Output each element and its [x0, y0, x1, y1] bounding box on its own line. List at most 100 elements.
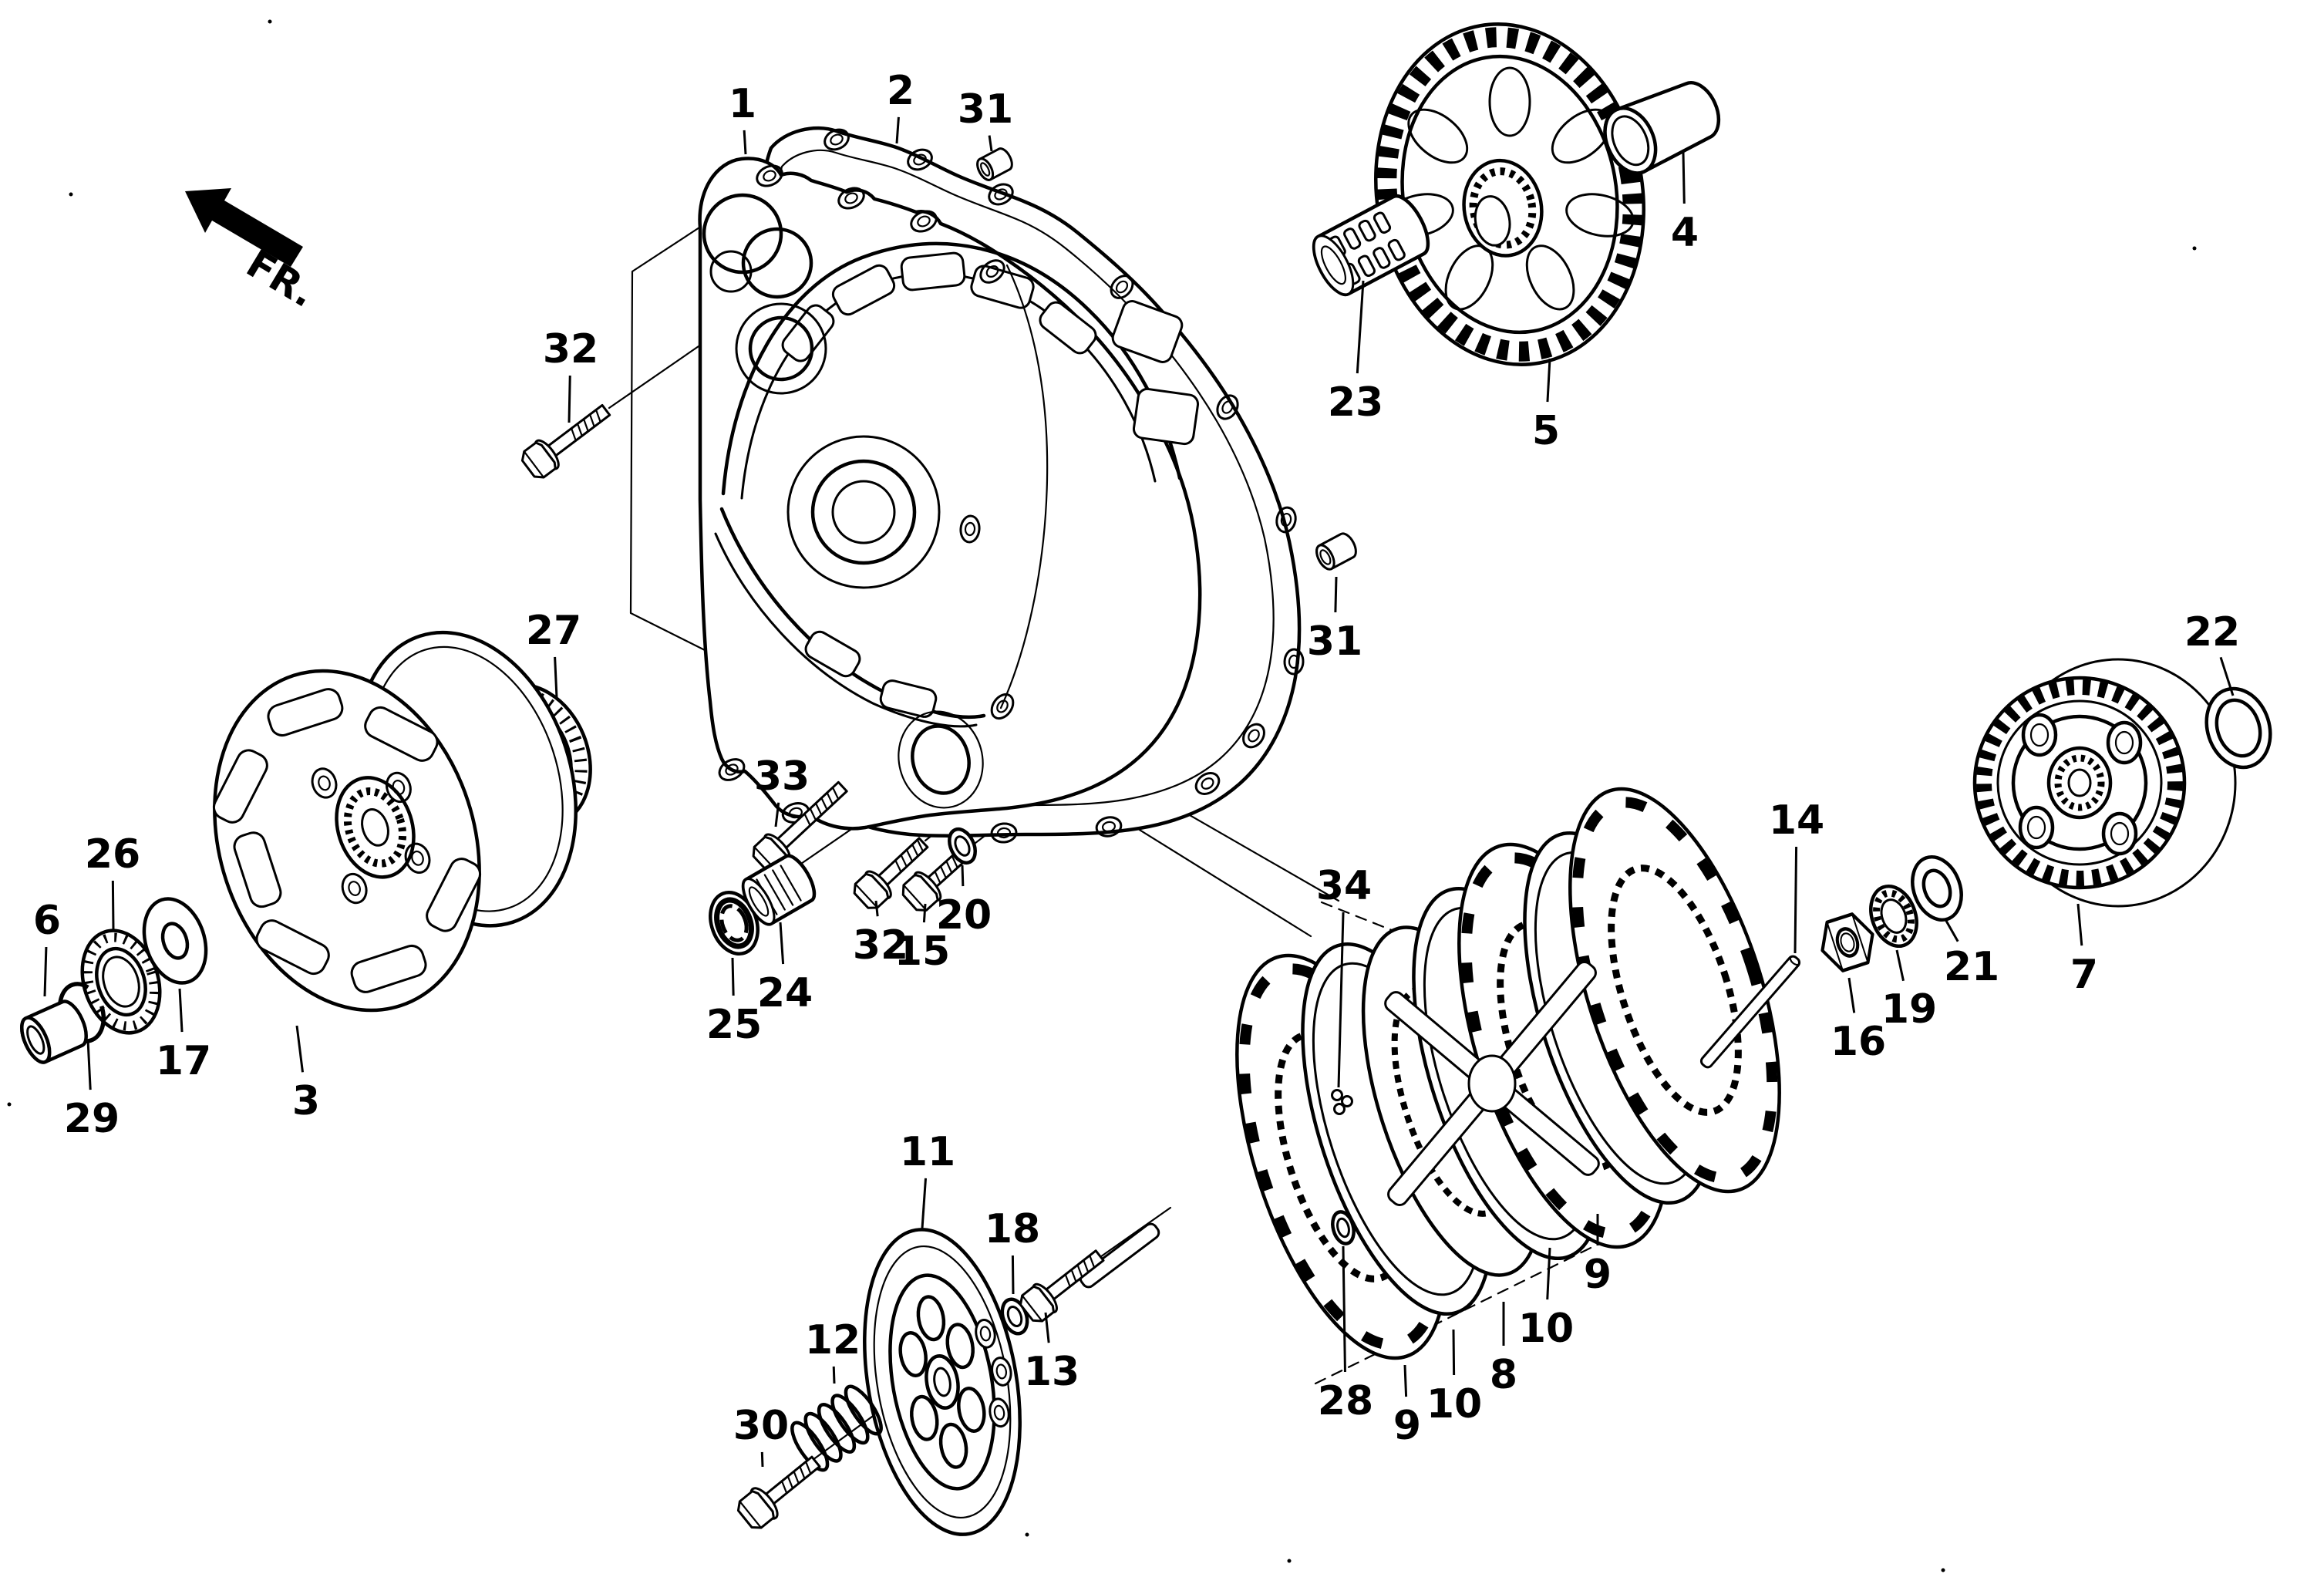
oil-seal-25-part — [709, 890, 760, 956]
dowel-pin-31a — [976, 147, 1013, 181]
callout-number-12: 12 — [805, 1317, 861, 1363]
clutch-basket-part — [212, 630, 578, 1013]
lock-washer-19-part — [1869, 884, 1918, 949]
callout-number-19: 19 — [1881, 986, 1937, 1033]
callout-leader-31 — [1334, 576, 1338, 613]
clutch-spring-12-part — [790, 1384, 883, 1472]
callout-leader-18 — [1011, 1255, 1015, 1295]
callout-number-29: 29 — [64, 1096, 120, 1142]
callout-leader-34 — [1337, 912, 1345, 1088]
callout-number-17: 17 — [156, 1038, 211, 1084]
callout-leader-31 — [988, 135, 993, 152]
callout-number-26: 26 — [85, 831, 140, 878]
callout-leader-32 — [874, 900, 879, 917]
cover-oil-boss — [735, 302, 827, 395]
pressure-plate-hub — [925, 1354, 960, 1410]
lifter-cross — [1384, 961, 1600, 1206]
callout-leader-7 — [2076, 903, 2083, 946]
basket-hub — [335, 776, 416, 879]
callout-number-18: 18 — [985, 1206, 1040, 1252]
callout-number-31: 31 — [1307, 618, 1362, 665]
clutch-center-posts — [2018, 713, 2143, 856]
callout-number-33: 33 — [754, 753, 810, 800]
callout-number-28: 28 — [1318, 1378, 1373, 1424]
callout-leader-3 — [295, 1025, 305, 1073]
callout-number-22: 22 — [2184, 609, 2240, 656]
bolt-32b — [853, 837, 929, 909]
callout-number-1: 1 — [729, 81, 756, 127]
clutch-center-hub — [2046, 746, 2113, 820]
callout-number-9: 9 — [1584, 1252, 1612, 1298]
callout-leader-19 — [1895, 949, 1905, 982]
callout-number-14: 14 — [1769, 797, 1824, 844]
callout-leader-10 — [1546, 1247, 1551, 1300]
callout-leader-23 — [1356, 280, 1365, 374]
callout-leader-32 — [568, 375, 571, 423]
callout-number-27: 27 — [526, 608, 581, 654]
cover-center-boss — [786, 435, 941, 589]
callout-leader-1 — [743, 130, 747, 155]
cover-crank-hole — [898, 710, 984, 809]
callout-leader-9 — [1403, 1364, 1408, 1397]
callout-leader-13 — [1044, 1312, 1050, 1343]
gear-splined-hub — [1462, 158, 1544, 258]
callout-leader-28 — [1342, 1245, 1346, 1373]
callout-leader-33 — [774, 802, 780, 827]
callout-leader-16 — [1847, 977, 1856, 1013]
callout-leader-11 — [921, 1178, 928, 1229]
callout-leader-4 — [1682, 151, 1686, 204]
callout-leader-27 — [554, 656, 558, 699]
callout-number-16: 16 — [1831, 1019, 1886, 1065]
callout-number-32: 32 — [853, 922, 908, 969]
callout-leader-22 — [2219, 656, 2235, 696]
bolt-32a — [520, 403, 611, 479]
callout-number-7: 7 — [2070, 952, 2098, 998]
callout-number-5: 5 — [1532, 408, 1560, 454]
pressure-plate-11-part — [863, 1228, 1022, 1536]
callout-leader-6 — [43, 946, 48, 997]
callout-number-3: 3 — [292, 1078, 320, 1124]
washer-17-part — [142, 897, 208, 985]
callout-leader-24 — [779, 922, 785, 965]
callout-number-6: 6 — [33, 898, 61, 944]
basket-slots — [212, 688, 482, 993]
fr-direction-indicator: FR. — [185, 188, 323, 316]
dowel-pin-31b — [1315, 532, 1357, 571]
callout-leader-5 — [1546, 358, 1551, 403]
cover-dome-bosses — [702, 193, 813, 299]
steel-balls-34 — [1331, 1089, 1353, 1115]
callout-number-34: 34 — [1316, 863, 1372, 909]
lifter-rod-stub — [1079, 1222, 1160, 1289]
callout-number-30: 30 — [733, 1403, 789, 1449]
pushrod-14-part — [1699, 955, 1801, 1069]
callout-number-32: 32 — [543, 326, 598, 372]
seal-ring-22-part — [2204, 686, 2272, 770]
callout-number-4: 4 — [1671, 210, 1699, 256]
washer-21-part — [1911, 854, 1963, 922]
needle-bearing-23-part — [1312, 194, 1430, 297]
scan-specks — [7, 19, 2197, 1572]
callout-leader-2 — [895, 116, 900, 144]
callout-leader-30 — [760, 1451, 764, 1468]
callout-number-23: 23 — [1328, 379, 1383, 426]
callout-number-13: 13 — [1024, 1349, 1079, 1395]
callout-leader-20 — [961, 865, 965, 887]
clutch-plate-stack — [1235, 787, 1781, 1360]
callout-leader-29 — [86, 1039, 92, 1090]
callout-number-10: 10 — [1518, 1306, 1574, 1352]
collar-6-part — [20, 999, 88, 1064]
callout-leader-15 — [922, 903, 927, 923]
nut-16-part — [1820, 912, 1874, 972]
gasket-bolt-holes — [824, 128, 1305, 844]
callout-number-24: 24 — [757, 970, 813, 1016]
callout-leader-21 — [1945, 920, 1959, 942]
clutch-center-7-part — [1972, 658, 2237, 908]
bolt-13 — [1019, 1249, 1105, 1323]
callout-number-10: 10 — [1426, 1381, 1482, 1427]
fr-arrow-icon — [185, 188, 303, 267]
basket-rivets — [311, 767, 431, 905]
callout-number-20: 20 — [936, 892, 992, 939]
